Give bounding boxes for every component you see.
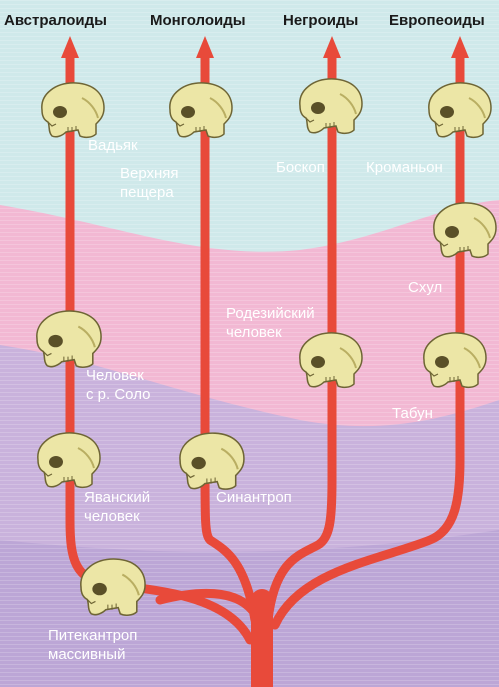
label-tabun: Табун: [392, 404, 433, 423]
skull-icon: [166, 80, 234, 140]
skull-icon: [32, 308, 104, 370]
label-cromagnon: Кроманьон: [366, 158, 443, 177]
header-europoids: Европеоиды: [389, 12, 485, 29]
label-pithecanthropus: Питекантроп массивный: [48, 626, 137, 664]
label-sinanthropus: Синантроп: [216, 488, 292, 507]
label-rhodesian: Родезийский человек: [226, 304, 315, 342]
skull-icon: [296, 76, 364, 136]
skull-icon: [34, 430, 102, 490]
skull-icon: [425, 80, 493, 140]
skull-icon: [38, 80, 106, 140]
label-vadyak: Вадьяк: [88, 136, 138, 155]
label-solo: Человек с р. Соло: [86, 366, 150, 404]
skull-icon: [76, 556, 148, 618]
skull-icon: [430, 200, 498, 260]
label-skhul: Схул: [408, 278, 442, 297]
header-australoids: Австралоиды: [4, 12, 107, 29]
label-boskop: Боскоп: [276, 158, 325, 177]
label-upper-cave: Верхняя пещера: [120, 164, 179, 202]
skull-icon: [176, 430, 246, 492]
header-mongoloids: Монголоиды: [150, 12, 246, 29]
header-negroids: Негроиды: [283, 12, 358, 29]
skull-icon: [420, 330, 488, 390]
label-java: Яванский человек: [84, 488, 150, 526]
